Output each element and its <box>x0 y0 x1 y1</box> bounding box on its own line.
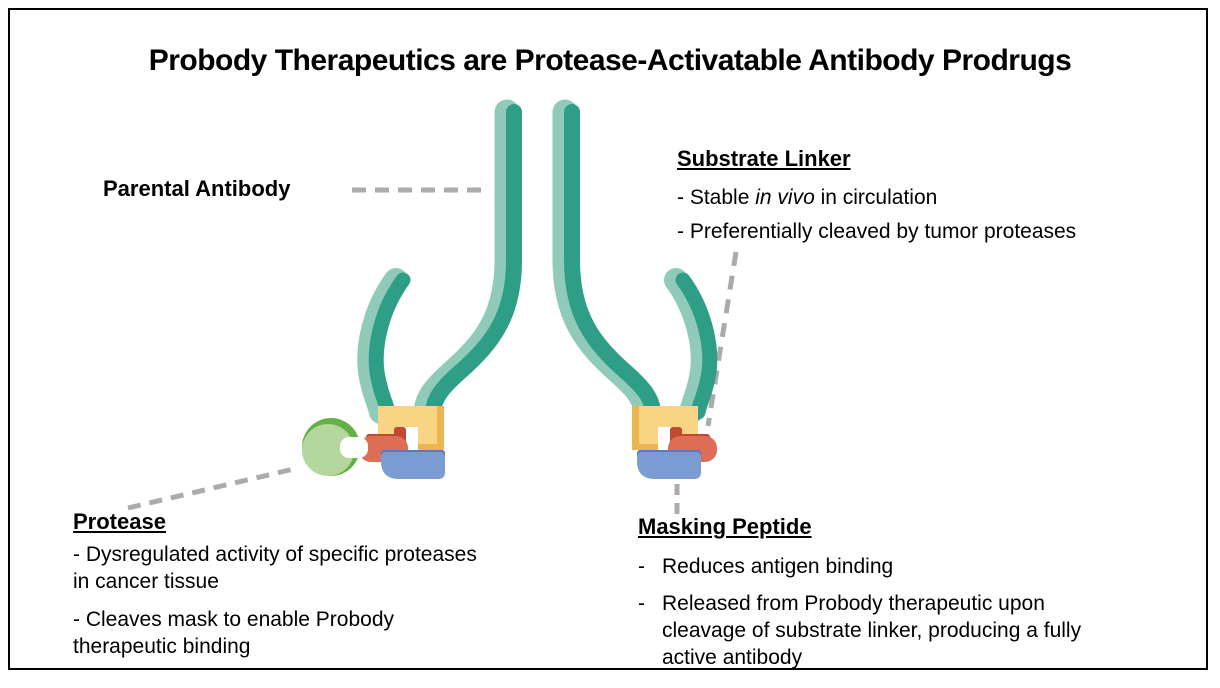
protease-connector-line <box>127 465 299 511</box>
protease-heading: Protease <box>73 509 166 534</box>
protease-bullet-2: - Cleaves mask to enable Probody therape… <box>73 608 394 658</box>
parental-antibody-label: Parental Antibody <box>103 176 291 201</box>
substrate-linker-heading: Substrate Linker <box>677 146 851 171</box>
masking-peptide-right <box>637 450 701 479</box>
antibody-heavy-chain-left <box>413 99 522 425</box>
substrate-linker-connector-line <box>705 251 739 427</box>
masking-peptide-left <box>381 450 445 479</box>
masking-peptide-bullet-2: - Released from Probody therapeutic upon… <box>638 592 1082 669</box>
protease-bullet-1: - Dysregulated activity of specific prot… <box>73 543 477 593</box>
slide-border <box>8 8 1208 670</box>
substrate-linker-bullet-2: - Preferentially cleaved by tumor protea… <box>677 220 1077 243</box>
antibody-heavy-chain-right <box>552 99 661 425</box>
protease-icon <box>302 418 368 476</box>
antibody-light-chain-left <box>357 268 411 424</box>
substrate-linker-block: Substrate Linker - Stable in vivo in cir… <box>677 146 1157 245</box>
masking-peptide-bullet-1: - Reduces antigen binding <box>638 555 894 578</box>
in-vivo-italic: in vivo <box>755 186 815 209</box>
masking-peptide-heading: Masking Peptide <box>638 514 812 539</box>
masking-peptide-block: Masking Peptide - Reduces antigen bindin… <box>638 514 1158 671</box>
protease-block: Protease - Dysregulated activity of spec… <box>73 509 573 660</box>
substrate-linker-bullet-1: - Stable in vivo in circulation <box>677 186 938 209</box>
antibody-light-chain-right <box>664 268 718 424</box>
slide-title: Probody Therapeutics are Protease-Activa… <box>148 44 1072 77</box>
